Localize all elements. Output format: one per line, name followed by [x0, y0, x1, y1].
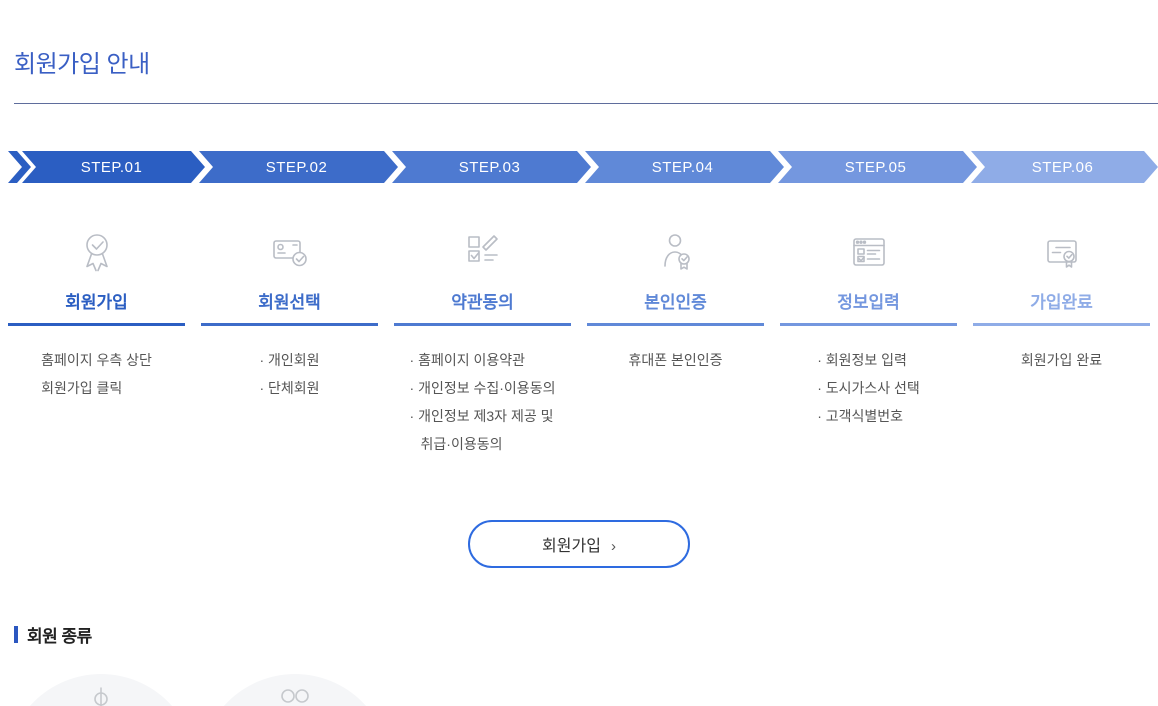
step-label: 회원가입	[65, 293, 128, 312]
step-description-line: 회원가입 클릭	[41, 380, 123, 396]
step-description: · 홈페이지 이용약관 · 개인정보 수집·이용동의 · 개인정보 제3자 제공 및…	[386, 346, 579, 458]
step-column: 약관동의 · 홈페이지 이용약관 · 개인정보 수집·이용동의 · 개인정보 제3자…	[386, 228, 579, 458]
step-underline	[394, 323, 571, 326]
step-label: 가입완료	[1030, 293, 1093, 312]
medal-check-icon	[85, 234, 108, 272]
signup-complete-icon	[1046, 240, 1077, 268]
step-arrow-label: STEP.01	[80, 158, 143, 176]
cta-row: 회원가입 ›	[0, 520, 1158, 568]
join-button-label: 회원가입	[542, 538, 601, 555]
step-arrow: STEP.04	[585, 151, 784, 183]
member-card-icon	[272, 240, 307, 267]
step-arrow-label: STEP.03	[458, 158, 521, 176]
step-arrow: STEP.06	[971, 151, 1158, 183]
step-description-line: · 단체회원	[259, 380, 320, 396]
step-arrow-label: STEP.02	[265, 158, 328, 176]
step-description: 휴대폰 본인인증	[579, 346, 772, 374]
people-icon	[281, 689, 309, 703]
step-column: 정보입력 · 회원정보 입력 · 도시가스사 선택 · 고객식별번호	[772, 228, 965, 458]
step-label: 정보입력	[837, 293, 900, 312]
step-underline	[8, 323, 185, 326]
step-arrow: STEP.05	[778, 151, 977, 183]
step-description-line: 휴대폰 본인인증	[628, 352, 723, 368]
step-arrow-label: STEP.06	[1031, 158, 1094, 176]
step-underline	[201, 323, 378, 326]
step-description: 회원가입 완료	[965, 346, 1158, 374]
step-label: 약관동의	[451, 293, 514, 312]
identity-verification-icon	[663, 234, 690, 270]
step-arrow: STEP.03	[392, 151, 591, 183]
step-column: 본인인증 휴대폰 본인인증	[579, 228, 772, 458]
step-description: · 개인회원 · 단체회원	[193, 346, 386, 402]
step-description-line: 회원가입 완료	[1020, 352, 1103, 368]
step-description-line: 취급·이용동의	[420, 436, 503, 452]
step-description-line: · 고객식별번호	[817, 408, 904, 424]
step-underline	[780, 323, 957, 326]
member-types-title: 회원 종류	[27, 627, 92, 646]
step-column: 회원선택 · 개인회원 · 단체회원	[193, 228, 386, 458]
join-button[interactable]: 회원가입 ›	[468, 520, 690, 568]
info-input-icon	[852, 238, 885, 266]
step-arrow: STEP.02	[199, 151, 398, 183]
member-types-heading: 회원 종류	[14, 622, 92, 647]
step-arrow-label: STEP.04	[651, 158, 714, 176]
member-type-individual[interactable]	[6, 674, 196, 706]
step-arrow-label: STEP.05	[844, 158, 907, 176]
step-description-line: · 홈페이지 이용약관	[409, 352, 526, 368]
step-description-line: · 개인정보 제3자 제공 및	[409, 408, 554, 424]
step-description-line: · 개인정보 수집·이용동의	[409, 380, 556, 396]
terms-agreement-icon	[467, 235, 498, 262]
member-type-group[interactable]	[200, 674, 390, 706]
step-column: 가입완료 회원가입 완료	[965, 228, 1158, 458]
heading-accent-bar	[14, 626, 18, 643]
person-icon	[94, 687, 108, 706]
step-label: 본인인증	[644, 293, 707, 312]
page-title: 회원가입 안내	[14, 51, 150, 78]
steps-progress-bar: STEP.01 STEP.02 STEP.03 STEP.04 STEP.05 STEP.…	[0, 151, 1158, 183]
step-description: · 회원정보 입력 · 도시가스사 선택 · 고객식별번호	[772, 346, 965, 430]
step-description-line: · 개인회원	[259, 352, 320, 368]
title-divider	[14, 103, 1158, 104]
step-description-line: 홈페이지 우측 상단	[41, 352, 152, 368]
step-underline	[587, 323, 764, 326]
step-label: 회원선택	[258, 293, 321, 312]
chevron-right-icon: ›	[610, 538, 616, 555]
step-description-line: · 회원정보 입력	[817, 352, 907, 368]
step-description-line: · 도시가스사 선택	[817, 380, 920, 396]
step-arrow: STEP.01	[22, 151, 205, 183]
step-underline	[973, 323, 1150, 326]
